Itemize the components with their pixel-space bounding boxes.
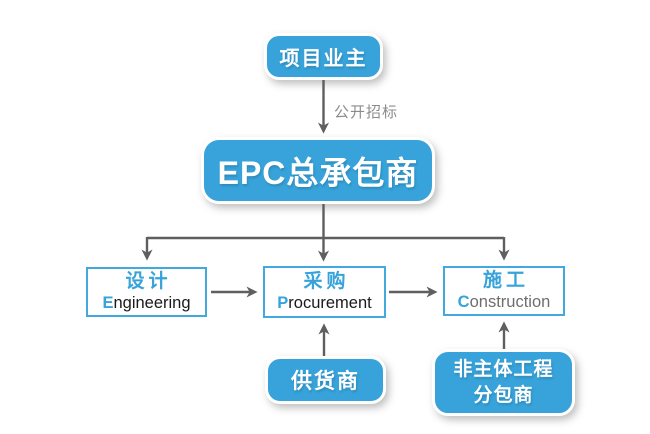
node-procurement: 采购 Procurement: [263, 266, 386, 318]
construction-label-en: Construction: [458, 293, 551, 312]
node-project-owner: 项目业主: [264, 33, 383, 80]
procurement-en-rest: rocurement: [288, 293, 372, 312]
connector-group: [141, 79, 510, 356]
procurement-label-en: Procurement: [277, 294, 371, 313]
design-label-en: Engineering: [102, 294, 190, 313]
construction-label-zh: 施工: [482, 270, 529, 292]
construction-en-initial: C: [457, 292, 470, 311]
edge-label-public-bidding: 公开招标: [334, 104, 399, 121]
procurement-en-initial: P: [277, 293, 289, 312]
node-construction: 施工 Construction: [443, 266, 565, 316]
design-label-zh: 设计: [125, 271, 172, 293]
subcontractor-label-line1: 非主体工程: [453, 358, 554, 380]
node-supplier: 供货商: [265, 356, 386, 404]
subcontractor-label-line2: 分包商: [473, 384, 534, 406]
node-epc-general-contractor: EPC总承包商: [201, 137, 435, 204]
node-design-engineering: 设计 Engineering: [86, 267, 207, 317]
design-en-initial: E: [102, 293, 114, 312]
construction-en-rest: onstruction: [469, 292, 551, 311]
design-en-rest: ngineering: [113, 293, 191, 312]
node-non-main-subcontractor: 非主体工程 分包商: [432, 349, 575, 416]
procurement-label-zh: 采购: [303, 271, 350, 293]
